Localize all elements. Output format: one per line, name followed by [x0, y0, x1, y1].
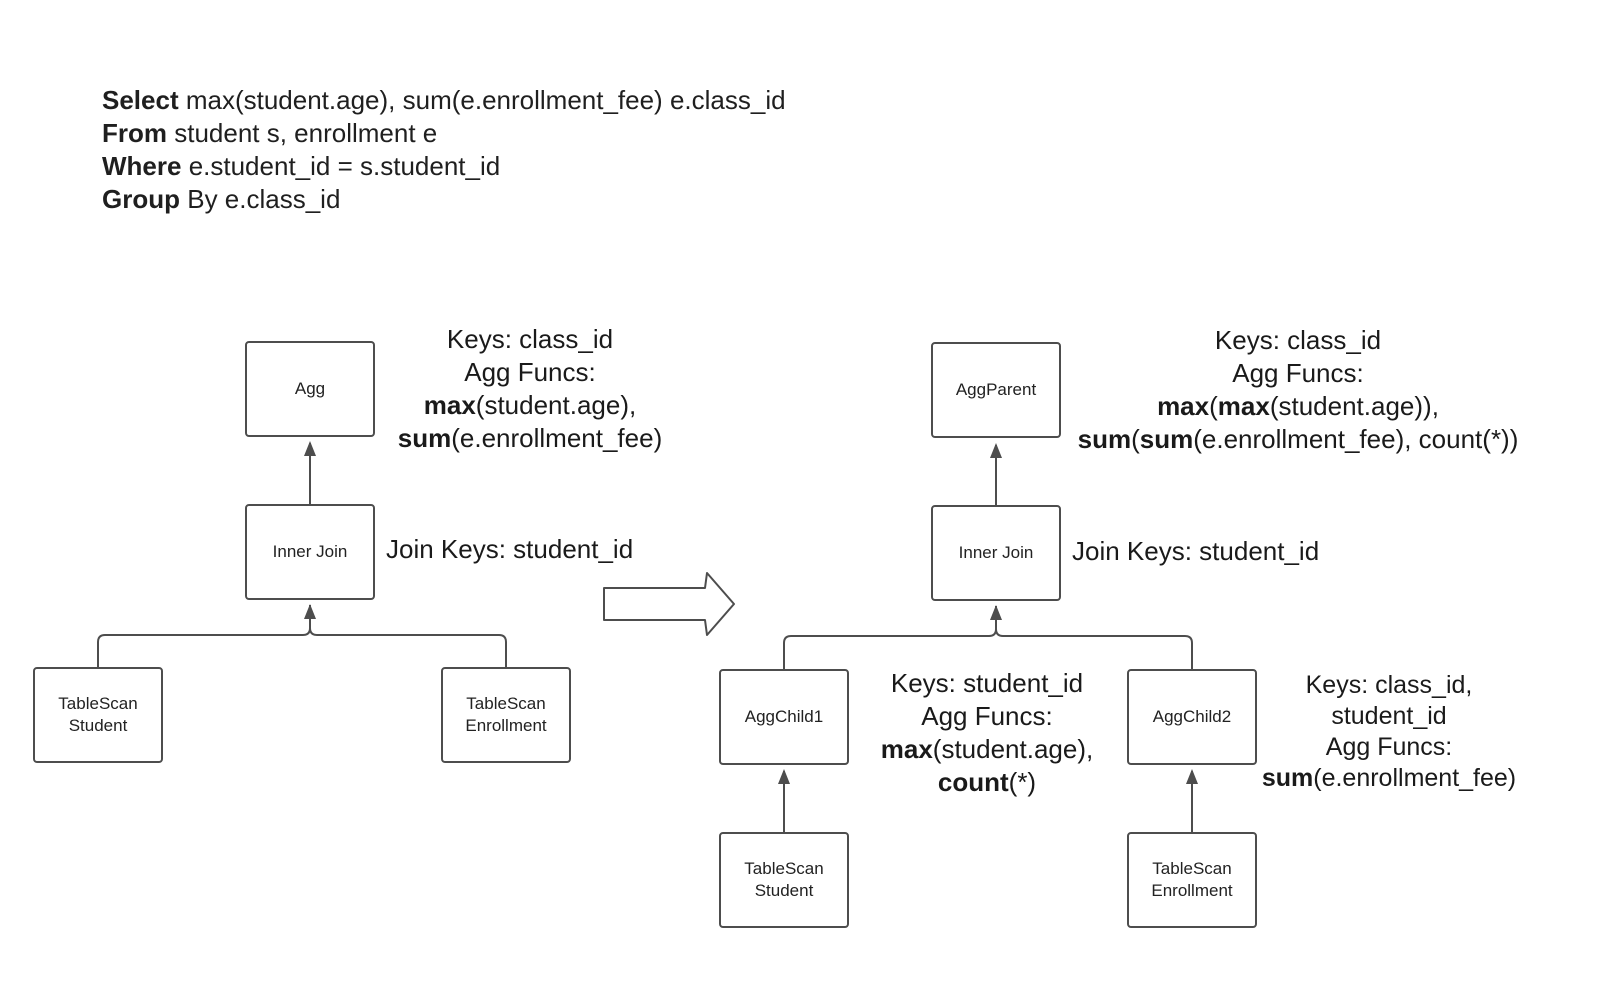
node-label-line1: TableScan: [1152, 859, 1232, 878]
aggparent-note-func2: sum(sum(e.enrollment_fee), count(*)): [1066, 423, 1530, 456]
join-note-left-text: Join Keys: student_id: [386, 534, 634, 564]
arrowhead-agg: [304, 441, 316, 456]
func-name: sum: [397, 423, 452, 453]
edge-scans-to-join: [97, 605, 507, 667]
aggchild1-note-func2: count(*): [862, 766, 1112, 799]
sql-where-keyword: Where: [102, 151, 182, 181]
arrowhead-aggparent: [990, 443, 1002, 458]
node-inner-join-right-label: Inner Join: [958, 543, 1034, 562]
node-label-line1: TableScan: [744, 859, 824, 878]
node-tablescan-student-left: TableScan Student: [33, 667, 163, 763]
node-aggparent: AggParent: [931, 342, 1061, 438]
func-arg: (e.enrollment_fee): [451, 423, 663, 453]
node-inner-join-left: Inner Join: [245, 504, 375, 600]
arrowhead-aggchild1: [778, 769, 790, 784]
node-label-line1: TableScan: [466, 694, 546, 713]
func-name: max: [1217, 391, 1270, 421]
arrowhead-join-right: [990, 605, 1002, 620]
node-aggchild2-label: AggChild2: [1152, 707, 1232, 726]
node-agg: Agg: [245, 341, 375, 437]
func-arg: (student.age),: [932, 734, 1094, 764]
aggchild2-note: Keys: class_id, student_id Agg Funcs: su…: [1258, 670, 1520, 794]
func-arg: (student.age),: [475, 390, 637, 420]
agg-note-left: Keys: class_id Agg Funcs: max(student.ag…: [380, 323, 680, 455]
aggchild2-note-keys-line1: Keys: class_id,: [1305, 671, 1473, 699]
agg-note-func1: max(student.age),: [380, 389, 680, 422]
func-paren: (: [1209, 391, 1218, 421]
func-arg: (e.enrollment_fee), count(*)): [1193, 424, 1519, 454]
node-aggparent-label: AggParent: [955, 380, 1037, 399]
agg-note-funcs-label: Agg Funcs:: [464, 357, 596, 387]
func-name: count: [937, 767, 1009, 797]
func-name: max: [423, 390, 476, 420]
arrowhead-aggchild2: [1186, 769, 1198, 784]
node-tablescan-enrollment-right: TableScan Enrollment: [1127, 832, 1257, 928]
sql-select-line: Select max(student.age), sum(e.enrollmen…: [102, 84, 786, 117]
func-paren: (: [1131, 424, 1140, 454]
sql-select-clause: max(student.age), sum(e.enrollment_fee) …: [178, 85, 786, 115]
node-label-line2: Enrollment: [1151, 881, 1233, 900]
func-name: sum: [1261, 764, 1314, 792]
aggchild2-note-keys-line2: student_id: [1331, 702, 1447, 730]
aggparent-note-funcs-label: Agg Funcs:: [1232, 358, 1364, 388]
sql-group-line: Group By e.class_id: [102, 183, 786, 216]
sql-group-keyword: Group: [102, 184, 180, 214]
node-aggchild1: AggChild1: [719, 669, 849, 765]
node-inner-join-right: Inner Join: [931, 505, 1061, 601]
join-note-left: Join Keys: student_id: [386, 533, 633, 566]
sql-from-keyword: From: [102, 118, 167, 148]
agg-note-keys: Keys: class_id: [446, 324, 614, 354]
aggparent-note-func1: max(max(student.age)),: [1066, 390, 1530, 423]
node-label-line1: TableScan: [58, 694, 138, 713]
node-inner-join-left-label: Inner Join: [272, 542, 348, 561]
func-arg: (e.enrollment_fee): [1313, 764, 1517, 792]
aggchild2-note-func1: sum(e.enrollment_fee): [1258, 763, 1520, 794]
node-aggchild1-label: AggChild1: [744, 707, 824, 726]
sql-where-line: Where e.student_id = s.student_id: [102, 150, 786, 183]
arrowhead-join: [304, 604, 316, 619]
sql-from-clause: student s, enrollment e: [167, 118, 438, 148]
node-aggchild2: AggChild2: [1127, 669, 1257, 765]
node-label-line2: Enrollment: [465, 716, 547, 735]
join-note-right-text: Join Keys: student_id: [1072, 536, 1320, 566]
agg-note-func2: sum(e.enrollment_fee): [380, 422, 680, 455]
func-name: sum: [1077, 424, 1132, 454]
aggchild1-note-funcs-label: Agg Funcs:: [921, 701, 1053, 731]
func-name: max: [880, 734, 933, 764]
node-label-line2: Student: [754, 881, 814, 900]
aggparent-note-keys: Keys: class_id: [1214, 325, 1382, 355]
join-note-right: Join Keys: student_id: [1072, 535, 1319, 568]
aggparent-note: Keys: class_id Agg Funcs: max(max(studen…: [1066, 324, 1530, 456]
aggchild2-note-funcs-label: Agg Funcs:: [1325, 733, 1453, 761]
aggchild1-note-keys: Keys: student_id: [890, 668, 1084, 698]
node-agg-label: Agg: [294, 379, 326, 398]
node-label-line2: Student: [68, 716, 128, 735]
aggchild1-note: Keys: student_id Agg Funcs: max(student.…: [862, 667, 1112, 799]
edge-children-to-join: [783, 606, 1193, 669]
node-tablescan-enrollment-left: TableScan Enrollment: [441, 667, 571, 763]
func-arg: (*): [1008, 767, 1037, 797]
sql-where-clause: e.student_id = s.student_id: [181, 151, 501, 181]
func-name: sum: [1139, 424, 1194, 454]
node-tablescan-student-right: TableScan Student: [719, 832, 849, 928]
aggchild1-note-func1: max(student.age),: [862, 733, 1112, 766]
sql-from-line: From student s, enrollment e: [102, 117, 786, 150]
sql-query: Select max(student.age), sum(e.enrollmen…: [102, 84, 786, 216]
sql-select-keyword: Select: [102, 85, 179, 115]
sql-group-clause: By e.class_id: [180, 184, 341, 214]
transform-arrow: [603, 572, 735, 636]
func-arg: (student.age)),: [1269, 391, 1439, 421]
func-name: max: [1157, 391, 1210, 421]
